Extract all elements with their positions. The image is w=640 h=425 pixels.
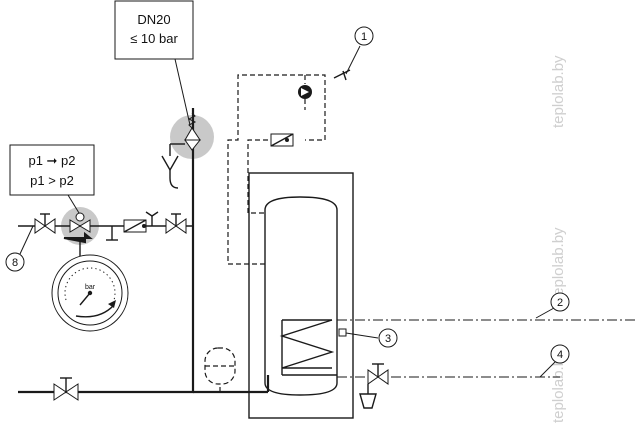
callout-2-label: 2 bbox=[557, 297, 563, 309]
circulation-line bbox=[227, 74, 326, 265]
flow-arrow-icon bbox=[63, 231, 93, 244]
callout-8-leader bbox=[19, 225, 34, 255]
callout-2 bbox=[550, 292, 570, 312]
drain-tap bbox=[106, 226, 118, 241]
drain-funnel bbox=[161, 155, 179, 189]
pressure-gauge: bar bbox=[51, 254, 129, 332]
test-nipple bbox=[145, 211, 159, 226]
heating-coil bbox=[279, 319, 337, 376]
check-valve bbox=[123, 219, 147, 233]
callout-2-leader bbox=[535, 307, 555, 319]
callout-1-leader bbox=[345, 45, 361, 75]
main-shutoff-valve bbox=[53, 377, 79, 401]
callout-4-leader bbox=[539, 361, 556, 378]
pressure-box: p1 ➞ p2 p1 > p2 bbox=[9, 144, 95, 196]
callout-3-leader bbox=[345, 332, 379, 339]
callout-3 bbox=[378, 328, 398, 348]
safety-valve bbox=[169, 112, 202, 156]
callout-8-label: 8 bbox=[12, 257, 18, 269]
expansion-vessel bbox=[204, 347, 236, 392]
callout-4 bbox=[550, 344, 570, 364]
callout-1 bbox=[354, 26, 374, 46]
pressure-leader bbox=[67, 194, 80, 214]
gauge-unit: bar bbox=[85, 284, 96, 291]
pressure-line2: p1 > p2 bbox=[30, 173, 74, 188]
temperature-sensor bbox=[338, 328, 347, 337]
callout-1-label: 1 bbox=[361, 31, 367, 43]
dn20-leader bbox=[174, 58, 191, 126]
inlet-shutoff-valve bbox=[34, 213, 56, 234]
second-shutoff-valve bbox=[165, 213, 187, 234]
callout-4-label: 4 bbox=[557, 349, 563, 361]
circulation-check-valve bbox=[270, 133, 294, 147]
return-valve bbox=[359, 363, 389, 409]
max-pressure-label: ≤ 10 bar bbox=[130, 31, 178, 46]
watermark-group: teplolab.by teplolab.by teplolab.by bbox=[550, 55, 567, 423]
storage-tank bbox=[248, 172, 354, 419]
watermark-3: teplolab.by bbox=[550, 350, 567, 423]
callout-3-label: 3 bbox=[385, 333, 391, 345]
watermark-1: teplolab.by bbox=[550, 55, 567, 128]
pressure-line1: p1 ➞ p2 bbox=[28, 153, 75, 168]
watermark-2: teplolab.by bbox=[550, 227, 567, 300]
dn20-label: DN20 bbox=[137, 12, 170, 27]
circulation-pump bbox=[298, 85, 312, 110]
pressure-reducing-valve bbox=[63, 212, 93, 244]
dn20-box: DN20 ≤ 10 bar bbox=[114, 0, 194, 60]
callout-8 bbox=[5, 252, 25, 272]
